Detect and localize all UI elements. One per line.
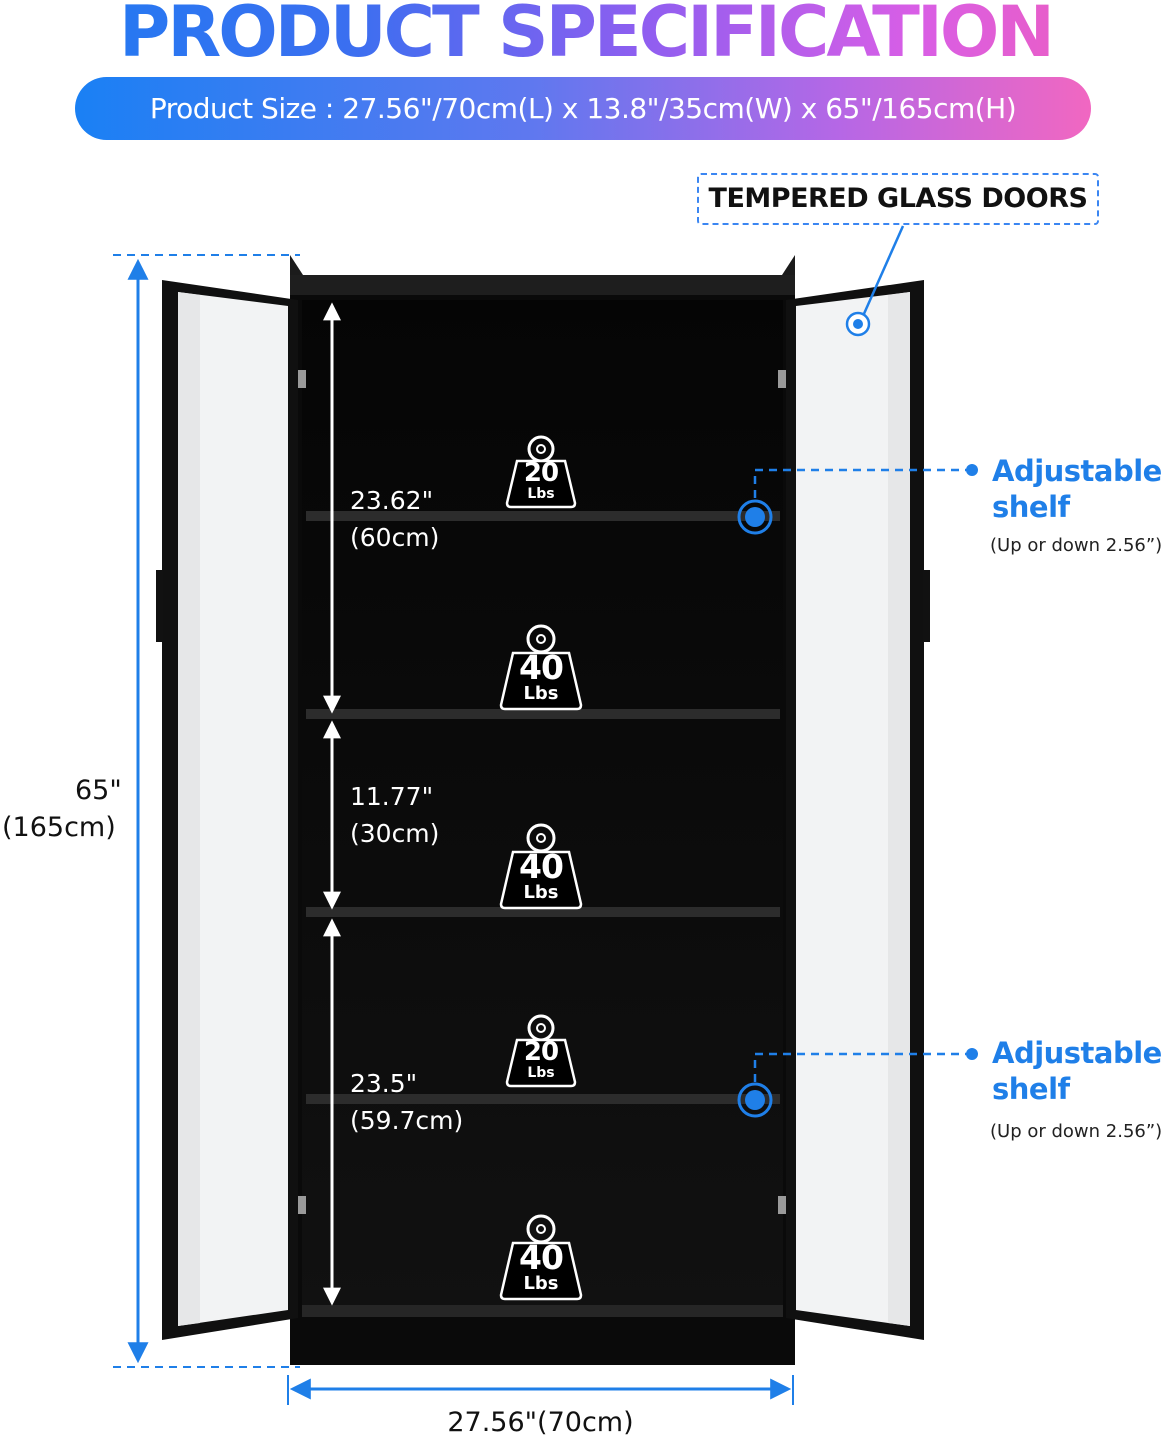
- width-label: 27.56"(70cm): [447, 1407, 634, 1438]
- product-size-banner: Product Size : 27.56"/70cm(L) x 13.8"/35…: [75, 77, 1091, 140]
- adjustable-shelf-note-1: (Up or down 2.56”): [990, 535, 1163, 556]
- adjustable-shelf-title-2b: shelf: [992, 1072, 1070, 1106]
- spacing-label-middle-cm: (30cm): [350, 819, 440, 848]
- adjustable-shelf-leader-1: [737, 464, 978, 535]
- tempered-glass-doors-callout: TEMPERED GLASS DOORS: [697, 173, 1099, 225]
- weight-icon: [499, 624, 583, 711]
- height-dimension: [113, 254, 300, 1368]
- spacing-label-bottom-in: 23.5": [350, 1069, 418, 1098]
- glass-door-callout-leader: [845, 225, 905, 337]
- door-handle: [923, 570, 930, 642]
- weight-icon: [505, 435, 577, 509]
- spacing-label-middle-in: 11.77": [350, 782, 434, 811]
- shelf: [306, 511, 780, 521]
- right-glass-door: [786, 280, 930, 1340]
- adjustable-shelf-leader-2: [737, 1048, 978, 1118]
- adjustable-shelf-note-2: (Up or down 2.56”): [990, 1121, 1163, 1142]
- hinge: [296, 370, 306, 388]
- weight-label: 40 Lbs: [519, 847, 564, 903]
- weight-icon: [499, 823, 583, 910]
- weight-label: 20 Lbs: [523, 1037, 559, 1081]
- weight-label: 40 Lbs: [519, 1238, 564, 1294]
- hinge: [296, 1196, 306, 1214]
- weight-icon: [505, 1014, 577, 1088]
- hinge: [778, 1196, 788, 1214]
- hinge: [778, 370, 788, 388]
- height-label-cm: (165cm): [2, 812, 116, 843]
- weight-label: 40 Lbs: [519, 648, 564, 704]
- height-label-in: 65": [75, 775, 122, 806]
- width-dimension: [287, 1375, 794, 1405]
- shelf: [306, 1094, 780, 1104]
- adjustable-shelf-title-1a: Adjustable: [992, 454, 1162, 488]
- shelf: [306, 907, 780, 917]
- left-glass-door: [156, 280, 298, 1340]
- adjustable-shelf-title-2a: Adjustable: [992, 1036, 1162, 1070]
- door-handle: [156, 570, 163, 642]
- spacing-label-top-cm: (60cm): [350, 523, 440, 552]
- shelf: [306, 709, 780, 719]
- weight-label: 20 Lbs: [523, 458, 559, 502]
- weight-icon: [499, 1214, 583, 1301]
- adjustable-shelf-title-1b: shelf: [992, 490, 1070, 524]
- spacing-label-bottom-cm: (59.7cm): [350, 1106, 464, 1135]
- spacing-label-top-in: 23.62": [350, 486, 434, 515]
- page-title: PRODUCT SPECIFICATION: [0, 0, 1171, 72]
